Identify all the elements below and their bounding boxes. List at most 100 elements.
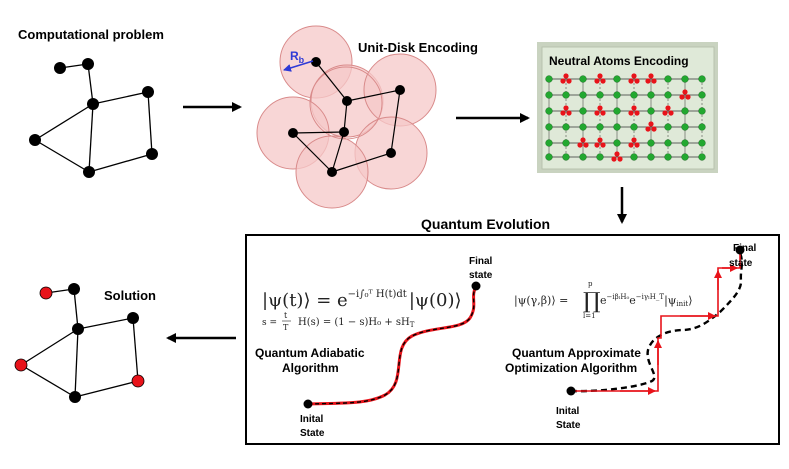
adiabatic-equation: |ψ(t)⟩ = e−i∫₀ᵀ H(t)dt|ψ(0)⟩ s = t T H(s… [262,289,462,332]
atom-ground [545,139,553,147]
adiabatic-schedule-t: t [284,311,288,320]
graph-node [146,148,158,160]
atom-rydberg [634,142,640,148]
atom-ground [613,123,621,131]
atom-rydberg [628,78,634,84]
atom-rydberg [580,137,586,143]
atom-ground [630,123,638,131]
atom-rydberg [631,105,637,111]
atom-rydberg [600,142,606,148]
atom-rydberg [631,73,637,79]
qaoa-eq-rhs: e−iβₗH₀e−iγₗH_T|ψinit⟩ [600,293,693,308]
neutral-atoms-title: Neutral Atoms Encoding [549,54,689,68]
graph-node [311,57,321,67]
atom-ground [613,75,621,83]
unit-disk-encoding-title: Unit-Disk Encoding [358,40,478,55]
solution-node [72,323,84,335]
atom-ground [664,123,672,131]
atom-rydberg [594,110,600,116]
atom-rydberg [651,78,657,84]
graph-node [342,96,352,106]
problem-graph-nodes [29,58,158,178]
atom-rydberg [645,78,651,84]
atom-rydberg [662,110,668,116]
graph-node [83,166,95,178]
qaoa-eq-top: p [588,280,593,288]
atom-ground [579,91,587,99]
atom-rydberg [566,78,572,84]
radius-label: Rb [290,49,305,65]
atom-rydberg [597,105,603,111]
atom-rydberg [560,78,566,84]
atom-ground [596,153,604,161]
atom-rydberg [634,110,640,116]
solution-node [69,391,81,403]
solution-graph [20,288,139,398]
atom-ground [681,107,689,115]
atom-rydberg [577,142,583,148]
atom-ground [545,123,553,131]
atom-ground [545,75,553,83]
solution-nodes [14,283,145,403]
atom-rydberg [560,110,566,116]
graph-node [395,85,405,95]
atom-ground [647,153,655,161]
qaoa-eq-prod: ∏ [583,289,601,314]
atom-rydberg [645,126,651,132]
adiabatic-final-node [471,281,481,291]
qaoa-final-label1: Final [733,243,757,254]
atom-ground [681,123,689,131]
atom-ground [579,75,587,83]
graph-node [339,127,349,137]
graph-node [29,134,41,146]
atom-ground [630,91,638,99]
radius-arrow [283,60,314,72]
atom-ground [647,139,655,147]
neutral-atoms-panel: Neutral Atoms Encoding [537,42,718,173]
graph-node [288,128,298,138]
atom-ground [579,107,587,115]
atom-ground [562,153,570,161]
quantum-evolution-box [245,234,780,445]
atom-rydberg [628,110,634,116]
adiabatic-name-line2: Algorithm [282,361,339,375]
atom-ground [698,139,706,147]
atom-rydberg [614,151,620,157]
atom-rydberg [617,156,623,162]
atom-rydberg [631,137,637,143]
graph-node [54,62,66,74]
atom-ground [562,139,570,147]
atom-rydberg [600,78,606,84]
adiabatic-final-label1: Final [469,256,493,267]
qaoa-start-node [566,386,576,396]
graph-node [386,148,396,158]
graph-node [327,167,337,177]
atom-ground [613,107,621,115]
atom-ground [562,123,570,131]
atom-ground [698,91,706,99]
atom-rydberg [611,156,617,162]
graph-node [87,98,99,110]
atom-ground [681,139,689,147]
quantum-evolution-title: Quantum Evolution [421,216,550,232]
computational-problem-title: Computational problem [18,27,164,42]
solution-node-selected [14,358,28,372]
solution-node-selected [39,286,53,300]
adiabatic-path-red [307,285,478,406]
adiabatic-schedule-h: H(s) = (1 − s)H₀ + sHT [298,317,415,329]
atom-rydberg [597,137,603,143]
atom-rydberg [600,110,606,116]
atom-rydberg [563,73,569,79]
atom-ground [698,123,706,131]
solution-node-selected [131,374,145,388]
atom-ground [545,91,553,99]
solution-node [68,283,80,295]
atom-ground [698,107,706,115]
adiabatic-start-label2: State [300,428,325,439]
atom-rydberg [583,142,589,148]
qaoa-start-label2: State [556,420,581,431]
atom-rydberg [651,126,657,132]
qaoa-step-arrows [620,264,738,395]
atom-ground [613,91,621,99]
